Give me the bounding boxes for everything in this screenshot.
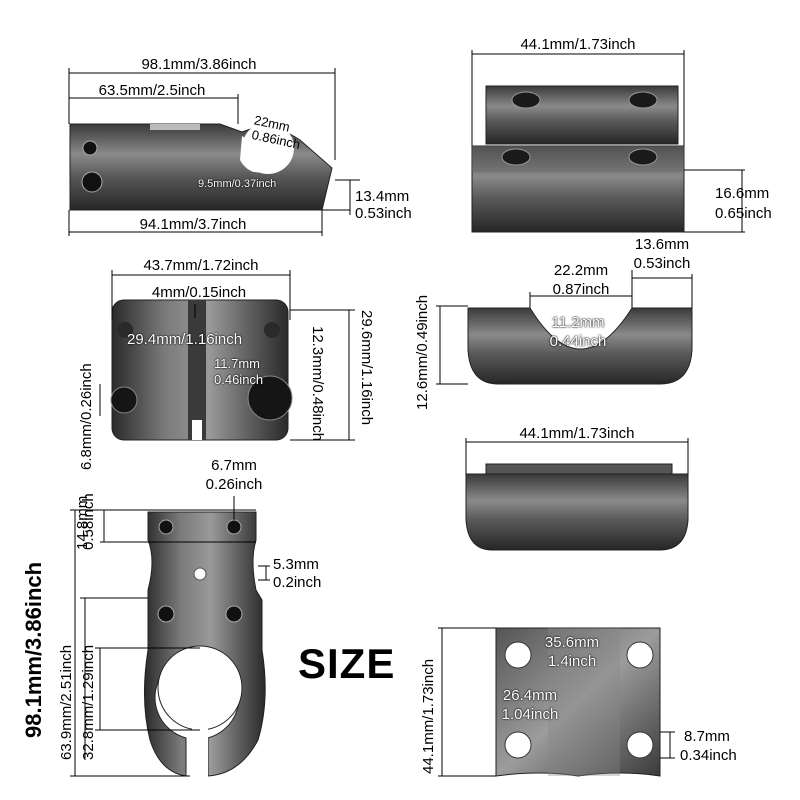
- block-top-part: [471, 85, 685, 233]
- plate-hole-in: 0.34inch: [680, 747, 737, 764]
- front-clamp-ring: 32.8mm/1.29inch: [80, 644, 97, 760]
- front-clamp-small-hole-mm: 5.3mm: [273, 556, 319, 573]
- cylinder-depth: 12.3mm/0.48inch: [309, 326, 326, 442]
- side-clamp-length-total: 98.1mm/3.86inch: [141, 56, 257, 73]
- front-clamp-hole-spacing-in: 0.26inch: [205, 476, 263, 493]
- plate-dimension-lines: [438, 627, 675, 777]
- saddle-height: 12.6mm/0.49inch: [414, 294, 431, 410]
- side-clamp-hole: 9.5mm/0.37inch: [198, 178, 277, 190]
- plate-part: [495, 627, 661, 777]
- side-clamp-tip-mm: 13.4mm: [355, 188, 410, 205]
- plate-spacing-mm: 35.6mm: [544, 634, 600, 651]
- block-top-height-mm: 16.6mm: [715, 185, 770, 202]
- block-front-part: [465, 463, 689, 551]
- cylinder-inner: 29.4mm/1.16inch: [127, 331, 243, 348]
- saddle-top-in: 0.87inch: [552, 281, 610, 298]
- cylinder-bore-in: 0.46inch: [214, 372, 264, 387]
- cylinder-side-hole: 6.8mm/0.26inch: [78, 363, 95, 470]
- front-clamp-total: 98.1mm/3.86inch: [21, 561, 46, 738]
- side-clamp-tip-in: 0.53inch: [355, 205, 412, 222]
- plate-inner-mm: 26.4mm: [502, 687, 558, 704]
- block-front-dimension-lines: [465, 438, 689, 474]
- side-clamp-dimension-lines: [68, 68, 360, 236]
- side-clamp-length-bottom: 94.1mm/3.7inch: [139, 216, 247, 233]
- side-clamp-part: [69, 122, 333, 211]
- plate-spacing-in: 1.4inch: [547, 653, 597, 670]
- front-clamp-dimension-lines: [70, 496, 270, 777]
- plate-hole-mm: 8.7mm: [684, 728, 730, 745]
- cylinder-slot: 4mm/0.15inch: [151, 284, 247, 301]
- plate-inner-in: 1.04inch: [501, 706, 559, 723]
- plate-height: 44.1mm/1.73inch: [420, 658, 437, 774]
- saddle-edge-in: 0.53inch: [633, 255, 691, 272]
- cylinder-width: 43.7mm/1.72inch: [143, 257, 259, 274]
- block-top-dimension-lines: [471, 50, 745, 233]
- cylinder-dimension-lines: [99, 270, 355, 441]
- saddle-bottom-in: 0.44inch: [549, 333, 607, 350]
- block-top-height-in: 0.65inch: [715, 205, 772, 222]
- size-heading: SIZE: [298, 640, 396, 687]
- cylinder-bore-mm: 11.7mm: [214, 356, 260, 371]
- front-clamp-small-hole-in: 0.2inch: [273, 574, 322, 591]
- front-clamp-hole-spacing-mm: 6.7mm: [211, 457, 257, 474]
- cylinder-part: [110, 299, 293, 441]
- block-top-width: 44.1mm/1.73inch: [520, 36, 636, 53]
- front-clamp-top-in: 0.58inch: [80, 493, 97, 550]
- saddle-bottom-mm: 11.2mm: [551, 314, 605, 331]
- saddle-part: [467, 307, 693, 385]
- saddle-edge-mm: 13.6mm: [634, 236, 690, 253]
- front-clamp-part: [143, 511, 266, 778]
- saddle-dimension-lines: [436, 270, 693, 385]
- side-clamp-length-top: 63.5mm/2.5inch: [98, 82, 206, 99]
- cylinder-height: 29.6mm/1.16inch: [358, 310, 375, 426]
- front-clamp-mid: 63.9mm/2.51inch: [58, 644, 75, 760]
- saddle-top-mm: 22.2mm: [553, 262, 609, 279]
- block-front-width: 44.1mm/1.73inch: [519, 425, 635, 442]
